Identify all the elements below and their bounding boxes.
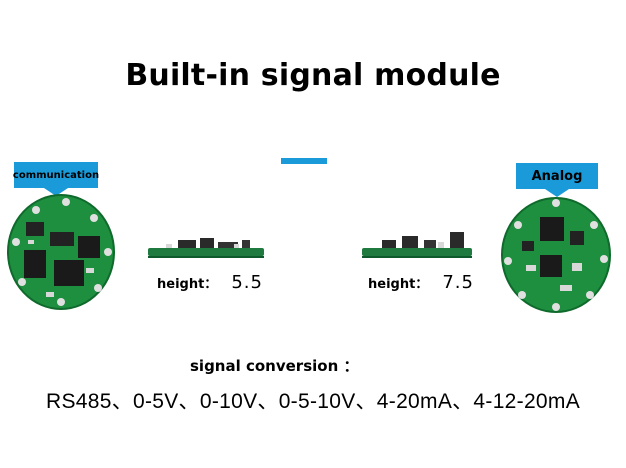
communication-tag: communication [13,162,99,196]
page-title: Built-in signal module [125,58,501,93]
accent-divider [281,158,327,164]
height-label: height： [368,277,429,292]
analog-board-image [501,197,611,313]
height-value: 5.5 [231,272,263,293]
height-label: height： [157,277,218,292]
communication-board-side-view [148,238,264,258]
analog-height: height： 7.5 [368,272,474,293]
signal-conversion-values: RS485、0-5V、0-10V、0-5-10V、4-20mA、4-12-20m… [45,390,581,413]
analog-board-side-view [362,232,472,258]
signal-conversion-label: signal conversion ： [190,357,359,375]
analog-tag: Analog [516,163,598,197]
communication-height: height： 5.5 [157,272,263,293]
height-value: 7.5 [442,272,474,293]
communication-board-image [7,194,115,310]
